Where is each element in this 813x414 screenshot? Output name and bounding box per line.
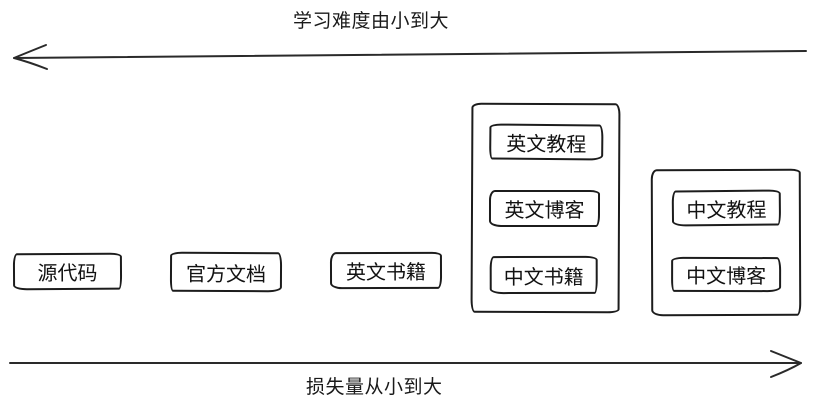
- item-box-source-code: 源代码: [12, 252, 123, 291]
- item-label: 源代码: [37, 262, 98, 286]
- item-box-chinese-tutorials: 中文教程: [671, 189, 782, 227]
- item-box-english-books: 英文书籍: [329, 251, 443, 290]
- item-box-english-blogs: 英文博客: [488, 189, 601, 228]
- item-label: 中文书籍: [503, 266, 584, 289]
- item-box-chinese-blogs: 中文博客: [671, 256, 782, 293]
- item-box-official-docs: 官方文档: [169, 251, 283, 293]
- right-arrow-icon: [9, 350, 802, 378]
- item-box-chinese-books: 中文书籍: [489, 255, 598, 295]
- item-label: 中文博客: [686, 265, 767, 289]
- group-box-1: 英文教程 英文博客 中文书籍: [470, 102, 621, 314]
- group-box-2: 中文教程 中文博客: [650, 168, 802, 317]
- left-arrow-icon: [13, 44, 807, 70]
- item-label: 英文书籍: [345, 261, 427, 285]
- item-label: 官方文档: [185, 263, 267, 286]
- item-label: 英文教程: [506, 133, 587, 156]
- item-label: 中文教程: [686, 199, 767, 222]
- bottom-axis-label: 损失量从小到大: [306, 377, 443, 398]
- item-label: 英文博客: [504, 199, 585, 223]
- item-box-english-tutorials: 英文教程: [489, 123, 604, 161]
- top-axis-label: 学习难度由小到大: [293, 11, 450, 32]
